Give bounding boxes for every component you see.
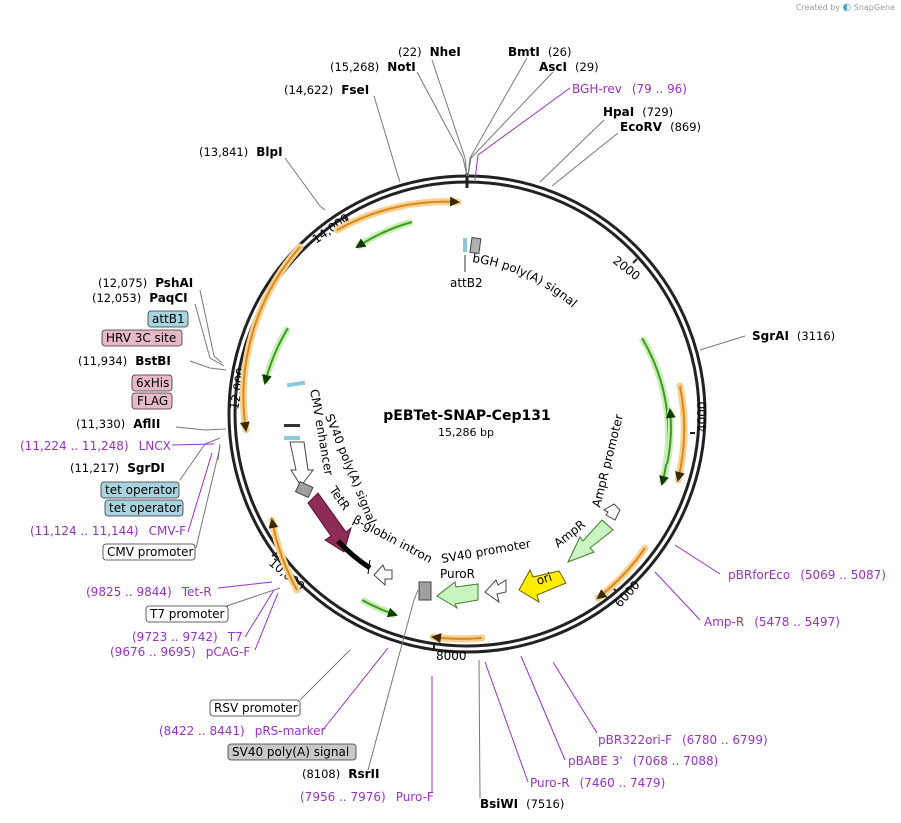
svg-text:RSV promoter: RSV promoter: [214, 701, 298, 715]
site-aflii: (11,330)AflII: [76, 417, 160, 431]
beta-globin-intron-label: β-globin intron: [351, 512, 435, 566]
tetR-label: TetR: [326, 483, 353, 513]
his-flag-block: [284, 424, 300, 427]
ampR-arrow: [567, 519, 614, 563]
svg-text:CMV promoter: CMV promoter: [107, 545, 194, 559]
ori-arrow: [518, 568, 567, 604]
tick-label-8000: 8000: [436, 649, 467, 663]
svg-text:attB1: attB1: [152, 312, 185, 326]
site-blpi: (13,841)BlpI: [199, 145, 283, 159]
svg-text:FLAG: FLAG: [137, 394, 168, 408]
svg-text:6xHis: 6xHis: [136, 376, 169, 390]
primer-pbrforeco: pBRforEco(5069 .. 5087): [728, 568, 886, 582]
plasmid-name: pEBTet-SNAP-Cep131: [383, 408, 550, 424]
site-rsrii: (8108)RsrII: [302, 767, 379, 781]
site-ecorv: EcoRV(869): [620, 120, 701, 134]
primer-puro-f: (7956 .. 7976)Puro-F: [300, 790, 434, 804]
green-arc-top: [355, 218, 413, 250]
puroR-arrow: [436, 581, 479, 610]
boxed-features: attB1 HRV 3C site 6xHis FLAG tet operato…: [100, 310, 357, 761]
sv40-polya-block-left: [294, 480, 314, 499]
primer-cmv-f: (11,124 .. 11,144)CMV-F: [30, 524, 186, 538]
sv40-promoter-left-arrow: [373, 564, 393, 587]
primer-pbabe3: pBABE 3'(7068 .. 7088): [568, 754, 718, 768]
feature-flag: FLAG: [131, 392, 173, 410]
primers: BGH-rev(79 .. 96) pBRforEco(5069 .. 5087…: [20, 82, 886, 804]
primer-amp-r: Amp-R(5478 .. 5497): [704, 615, 840, 629]
feature-6xhis: 6xHis: [131, 374, 173, 392]
site-sgrdi: (11,217)SgrDI: [70, 461, 165, 475]
beta-globin-intron-arc: [336, 539, 372, 571]
feature-hrv-3c-site: HRV 3C site: [101, 329, 183, 347]
credit-text: Created by: [795, 3, 840, 12]
site-nhei: (22)NheI: [398, 45, 461, 59]
bgh-polya-block: [469, 236, 482, 255]
green-arc-left: [261, 326, 292, 384]
primer-bgh-rev: BGH-rev(79 .. 96): [572, 82, 687, 96]
restriction-sites: (22)NheI BmtI(26) AscI(29) (15,268)NotI …: [70, 45, 835, 811]
primer-prs-marker: (8422 .. 8441)pRS-marker: [159, 724, 325, 738]
tet-operator-block: [284, 436, 300, 440]
feature-rsv-promoter: RSV promoter: [209, 699, 301, 717]
plasmid-size: 15,286 bp: [438, 426, 494, 439]
site-bmti: BmtI(26): [508, 45, 571, 59]
feature-tet-operator-2: tet operator: [104, 499, 184, 517]
inner-green-features: [261, 218, 676, 619]
sv40-promoter-label: SV40 promoter: [440, 536, 532, 566]
primer-leader-lines: [171, 87, 721, 792]
inner-small-features: ori: [284, 236, 621, 610]
cmv-enhancer-arrow: [289, 441, 314, 487]
feature-attb1: attB1: [147, 310, 189, 328]
primer-pbr322ori-f: pBR322ori-F(6780 .. 6799): [598, 733, 768, 747]
credit-product: SnapGene: [853, 3, 895, 12]
outer-features: [239, 196, 688, 644]
puroR-label: PuroR: [440, 567, 475, 581]
primer-puro-r: Puro-R(7460 .. 7479): [530, 776, 665, 790]
site-paqci: (12,053)PaqCI: [92, 291, 188, 305]
sv40-promoter-arrow: [484, 579, 507, 604]
site-sgrai: SgrAI(3116): [752, 329, 835, 343]
bgh-polya-label: bGH poly(A) signal: [472, 251, 580, 310]
site-bsiwi: BsiWI(7516): [480, 797, 564, 811]
primer-t7: (9723 .. 9742)T7: [132, 630, 243, 644]
snapgene-logo-icon: ◐: [842, 2, 852, 13]
svg-text:tet operator: tet operator: [109, 501, 181, 515]
ori-label: ori: [535, 570, 554, 588]
sv40-polya-block-bottom: [418, 581, 432, 601]
primer-tet-r: (9825 .. 9844)Tet-R: [86, 585, 212, 599]
site-asci: AscI(29): [539, 60, 599, 74]
tick-label-4000: 4000: [695, 401, 709, 432]
snapgene-credit: Created by ◐ SnapGene: [796, 2, 895, 13]
svg-text:T7 promoter: T7 promoter: [149, 607, 225, 621]
attb2-block: [463, 238, 467, 252]
svg-text:SV40 poly(A) signal: SV40 poly(A) signal: [232, 745, 349, 759]
site-hpai: HpaI(729): [603, 105, 673, 119]
attb1-block: [286, 380, 306, 388]
site-fsei: (14,622)FseI: [284, 83, 369, 97]
ampR-promoter-label: AmpR promoter: [589, 413, 626, 509]
feature-sv40-polya-signal: SV40 poly(A) signal: [227, 743, 357, 761]
tetR-arrow: [307, 492, 352, 553]
primer-lncx: (11,224 .. 11,248)LNCX: [20, 439, 171, 453]
svg-text:HRV 3C site: HRV 3C site: [106, 331, 176, 345]
svg-text:tet operator: tet operator: [105, 483, 177, 497]
primer-pcag-f: (9676 .. 9695)pCAG-F: [110, 645, 250, 659]
feature-tet-operator-1: tet operator: [100, 481, 180, 499]
feature-t7-promoter: T7 promoter: [145, 605, 229, 623]
attb2-label: attB2: [450, 276, 483, 290]
site-bstbi: (11,934)BstBI: [78, 354, 171, 368]
site-pshai: (12,075)PshAI: [98, 276, 193, 290]
ampR-promoter-arrow: [602, 503, 621, 521]
feature-cmv-promoter: CMV promoter: [102, 543, 196, 561]
site-noti: (15,268)NotI: [330, 60, 416, 74]
